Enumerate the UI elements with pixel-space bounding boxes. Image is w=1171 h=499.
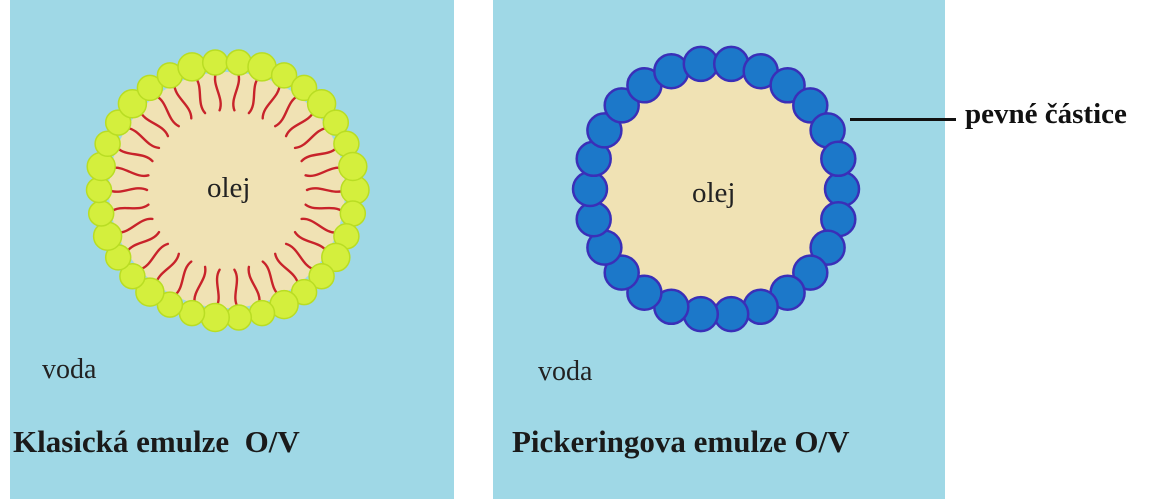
solid-particle [577,202,611,236]
surfactant-head [178,53,206,81]
surfactant-head [339,153,367,181]
surfactant-head [226,305,251,330]
surfactant-head [87,178,112,203]
solid-particle [684,47,718,81]
surfactant-head [94,222,122,250]
solid-particle [573,172,607,206]
pickering-emulsion-caption: Pickeringova emulze O/V [512,424,850,460]
oil-core-label: olej [207,172,251,205]
water-label: voda [538,356,592,388]
surfactant-head [250,301,275,326]
solid-particle [825,172,859,206]
solid-particles-callout-line [850,118,956,121]
pickering-emulsion-panel: olej voda Pickeringova emulze O/V [493,0,945,499]
surfactant-head [226,50,251,75]
surfactant-head [340,201,365,226]
surfactant-head [87,153,115,181]
water-label: voda [42,354,96,386]
surfactant-head [203,50,228,75]
solid-particle [714,297,748,331]
oil-core-label: olej [692,177,736,210]
surfactant-head [89,201,114,226]
classic-emulsion-caption: Klasická emulze O/V [13,424,300,460]
solid-particles-callout-label: pevné částice [965,98,1127,131]
classic-emulsion-panel: olej voda Klasická emulze O/V [10,0,454,499]
solid-particle [821,142,855,176]
surfactant-head [180,301,205,326]
surfactant-head [201,304,229,332]
